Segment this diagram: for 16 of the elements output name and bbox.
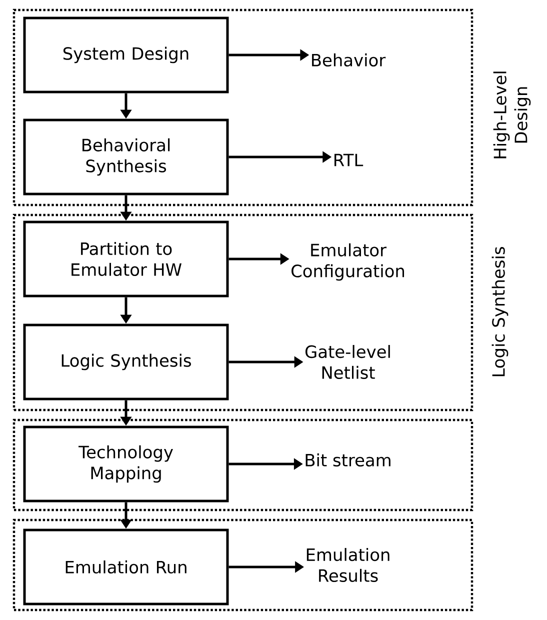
process-box: Behavioral Synthesis: [23, 118, 229, 196]
output-label: Behavior: [312, 53, 386, 67]
output-label: Emulation Results: [306, 548, 390, 582]
process-box: Partition to Emulator HW: [23, 220, 229, 298]
node-label: Logic Synthesis: [492, 247, 508, 376]
output-label: Bit stream: [306, 453, 390, 467]
output-label: RTL: [334, 154, 364, 166]
process-box: System Design: [23, 16, 229, 94]
group-frame: [12, 518, 474, 612]
process-box: Technology Mapping: [23, 426, 229, 502]
process-box: Emulation Run: [23, 528, 229, 606]
node-label: High-Level Design: [493, 72, 531, 158]
group-frame: [12, 418, 474, 512]
output-label: Emulator Configuration: [292, 243, 404, 281]
output-label: Gate-level Netlist: [305, 344, 390, 379]
process-box: Logic Synthesis: [23, 324, 229, 400]
